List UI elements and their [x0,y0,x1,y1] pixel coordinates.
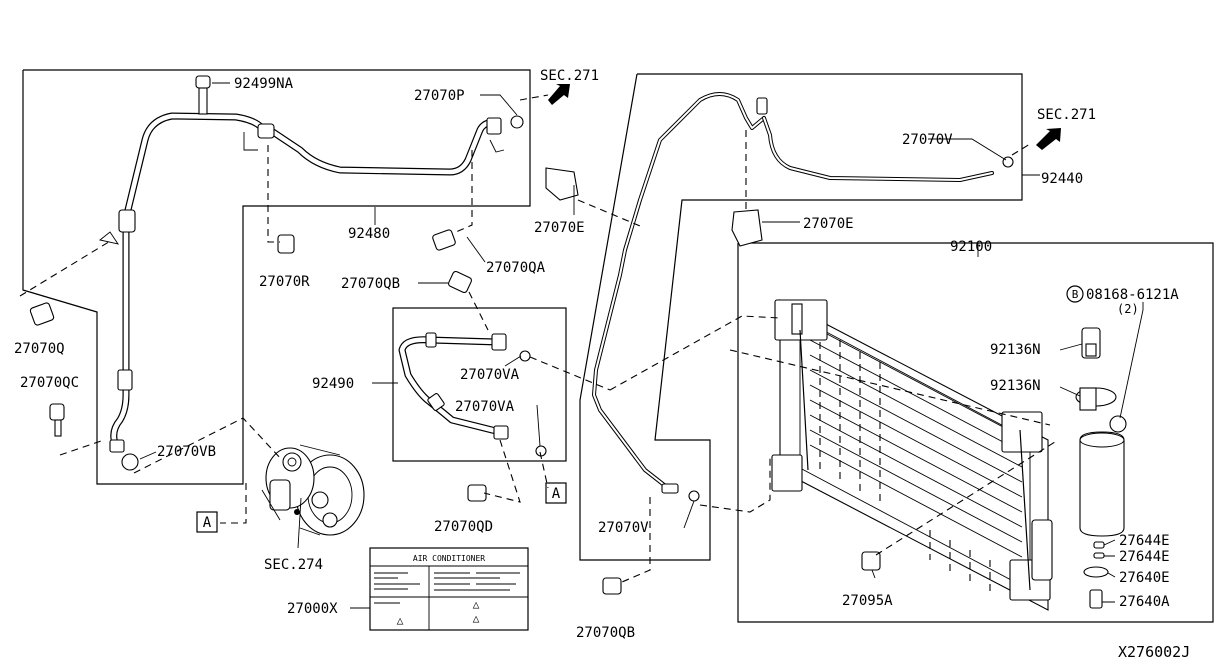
label-27070Q: 27070Q [14,341,65,357]
fasteners [29,75,881,595]
compressor [261,444,365,536]
label-27644E-b: 27644E [1119,549,1170,565]
ac-label-plate: AIR CONDITIONER △ △ △ [369,547,529,631]
warning-symbol-a: △ [397,614,404,627]
label-27640E: 27640E [1119,570,1170,586]
label-27070E-right: 27070E [803,216,854,232]
hose-92490 [398,332,547,457]
arrow-sec271-right-icon [1036,128,1061,150]
label-sec271-right: SEC.271 [1037,107,1096,123]
frame-92440-group [579,73,1023,561]
label-27070QD: 27070QD [434,519,493,535]
label-27070VA-b: 27070VA [455,399,515,415]
label-sec274: SEC.274 [264,557,323,573]
label-27070QB-top: 27070QB [341,276,400,292]
label-92136N-a: 92136N [990,342,1041,358]
group-frames [22,69,1214,623]
label-27070VA-a: 27070VA [460,367,520,383]
condenser-fins [809,324,1023,592]
label-92499NA: 92499NA [234,76,294,92]
label-27070V-mid: 27070V [598,520,649,536]
label-27640A: 27640A [1119,594,1170,610]
ref-a-mid: A [552,486,561,502]
frame-92100-group [737,242,1214,623]
frame-92490-group [392,307,567,462]
label-27070VB: 27070VB [157,444,216,460]
label-92440: 92440 [1041,171,1083,187]
label-08168-qty: (2) [1117,302,1139,316]
hose-pipe-92480 [109,112,524,471]
ref-a-left: A [203,515,212,531]
label-27070QA: 27070QA [486,260,546,276]
label-27070QB-bottom: 27070QB [576,625,635,641]
label-27070P: 27070P [414,88,465,104]
pipe-92440 [592,92,1014,502]
bolt-symbol: B [1072,288,1079,301]
warning-symbol-c: △ [473,612,480,625]
part-labels: 92499NA 27070P SEC.271 SEC.271 27070V 92… [14,68,1190,661]
arrow-sec271-left-icon [548,84,570,105]
label-92480: 92480 [348,226,390,242]
label-sec271-left: SEC.271 [540,68,599,84]
leader-lines [19,82,1144,609]
label-27095A: 27095A [842,593,893,609]
label-27000X: 27000X [287,601,338,617]
label-92100: 92100 [950,239,992,255]
label-27644E-a: 27644E [1119,533,1170,549]
sec-arrows [548,84,1061,150]
ref-boxes: A A B [196,285,1084,533]
label-92136N-b: 92136N [990,378,1041,394]
label-27070R: 27070R [259,274,310,290]
frame-92480-group [22,69,531,485]
label-27070V-top: 27070V [902,132,953,148]
label-27070E-left: 27070E [534,220,585,236]
label-header: AIR CONDITIONER [413,554,485,563]
receiver-dryer [1075,327,1127,609]
label-08168-6121A: 08168-6121A [1086,287,1179,303]
label-92490: 92490 [312,376,354,392]
warning-symbol-b: △ [473,598,480,611]
diagram-id: X276002J [1118,643,1190,661]
label-27070QC: 27070QC [20,375,79,391]
